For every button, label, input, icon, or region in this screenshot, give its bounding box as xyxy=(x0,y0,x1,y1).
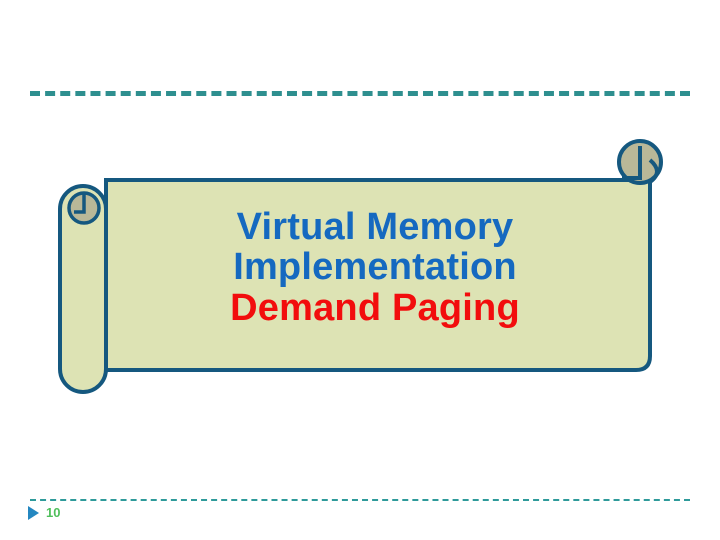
scroll-banner xyxy=(50,139,670,396)
top-dashed-rule xyxy=(30,91,690,96)
scroll-sheet xyxy=(104,178,652,372)
scroll-right-curl-hook xyxy=(622,146,642,180)
triangle-right-icon xyxy=(28,505,39,520)
page-number: 10 xyxy=(46,505,61,520)
scroll-banner-graphic xyxy=(58,139,663,394)
scroll-right-curl-edge xyxy=(648,158,659,184)
scroll-left-curl-hook xyxy=(74,193,86,214)
bottom-dashed-rule xyxy=(30,499,690,501)
slide-footer: 10 xyxy=(28,505,60,520)
